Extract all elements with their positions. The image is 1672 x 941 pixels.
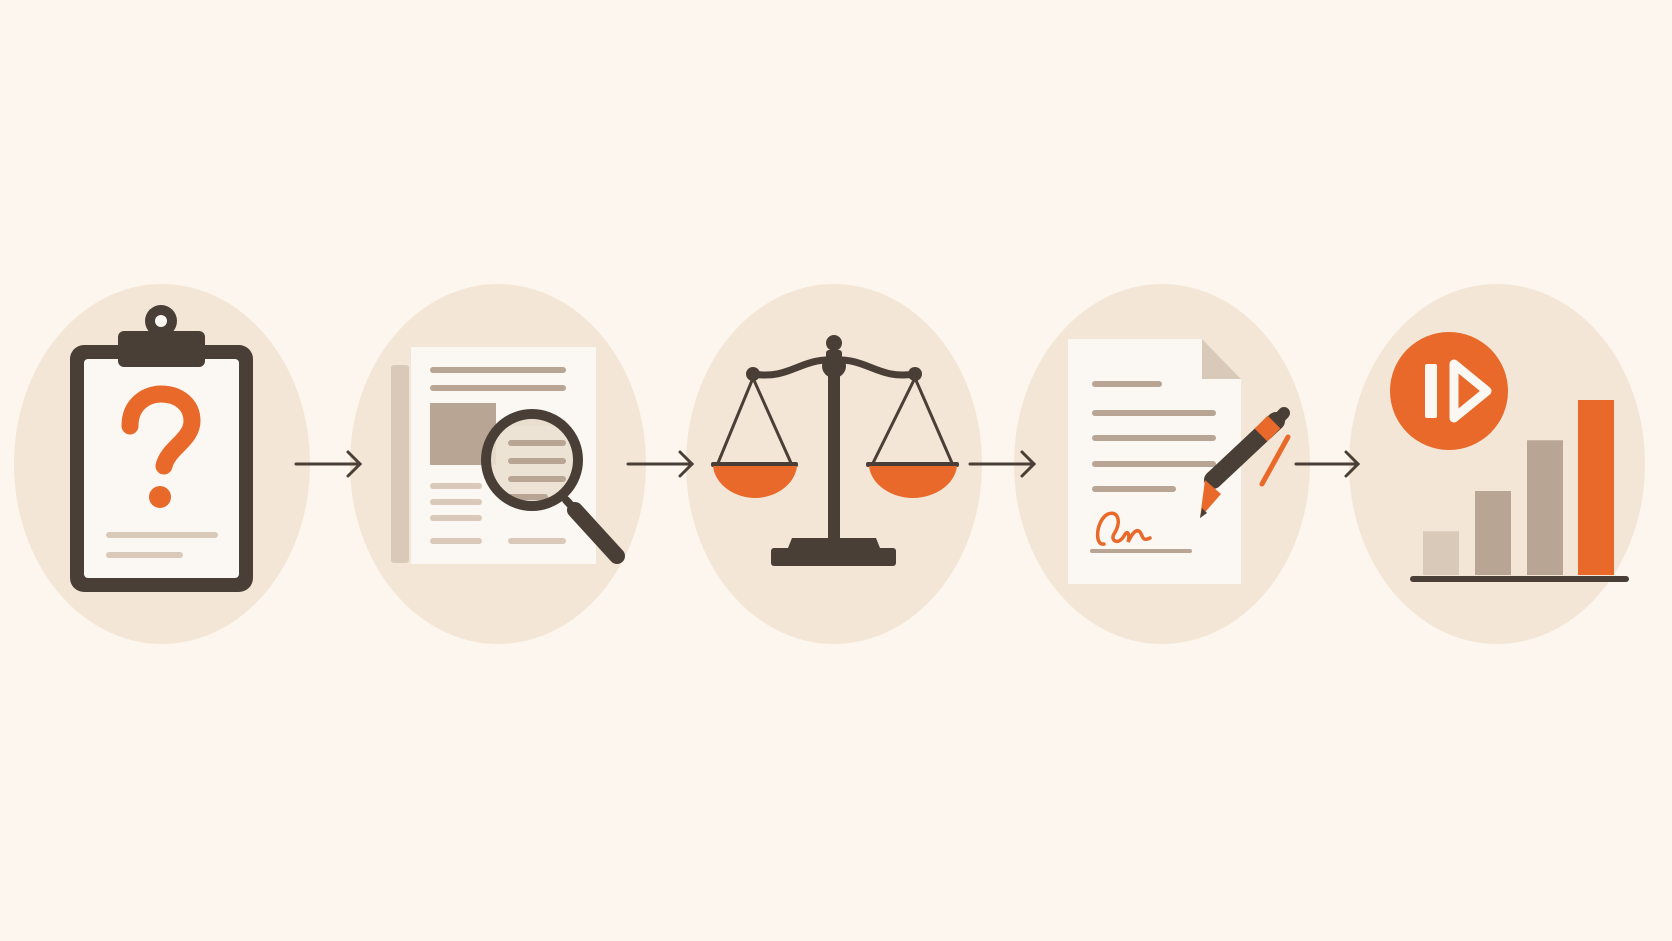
arrow-2-icon (626, 450, 695, 478)
arrow-1-icon (294, 450, 363, 478)
right-scale-pan-icon (869, 466, 957, 498)
bar-1 (1423, 531, 1459, 575)
pen-icon (1200, 407, 1291, 518)
arrow-4-icon (1294, 450, 1361, 478)
results-bar-chart (1423, 400, 1614, 575)
left-scale-pan-icon (713, 466, 797, 498)
signed-document-pen-icon (1068, 339, 1291, 584)
magnifier-handle-icon (567, 502, 625, 564)
bar-2 (1475, 491, 1511, 575)
document-magnifier-icon (391, 347, 625, 564)
fast-forward-bar-chart-icon (1390, 332, 1629, 582)
bar-3 (1527, 440, 1563, 575)
question-mark-icon (121, 385, 201, 475)
clipboard-question-icon (70, 305, 253, 592)
signature-icon (1095, 511, 1152, 546)
bar-4 (1578, 400, 1614, 575)
balance-scale-icon (711, 335, 959, 566)
arrow-3-icon (968, 450, 1037, 478)
connector-arrows (294, 450, 1361, 478)
fast-forward-badge-icon (1390, 332, 1508, 450)
